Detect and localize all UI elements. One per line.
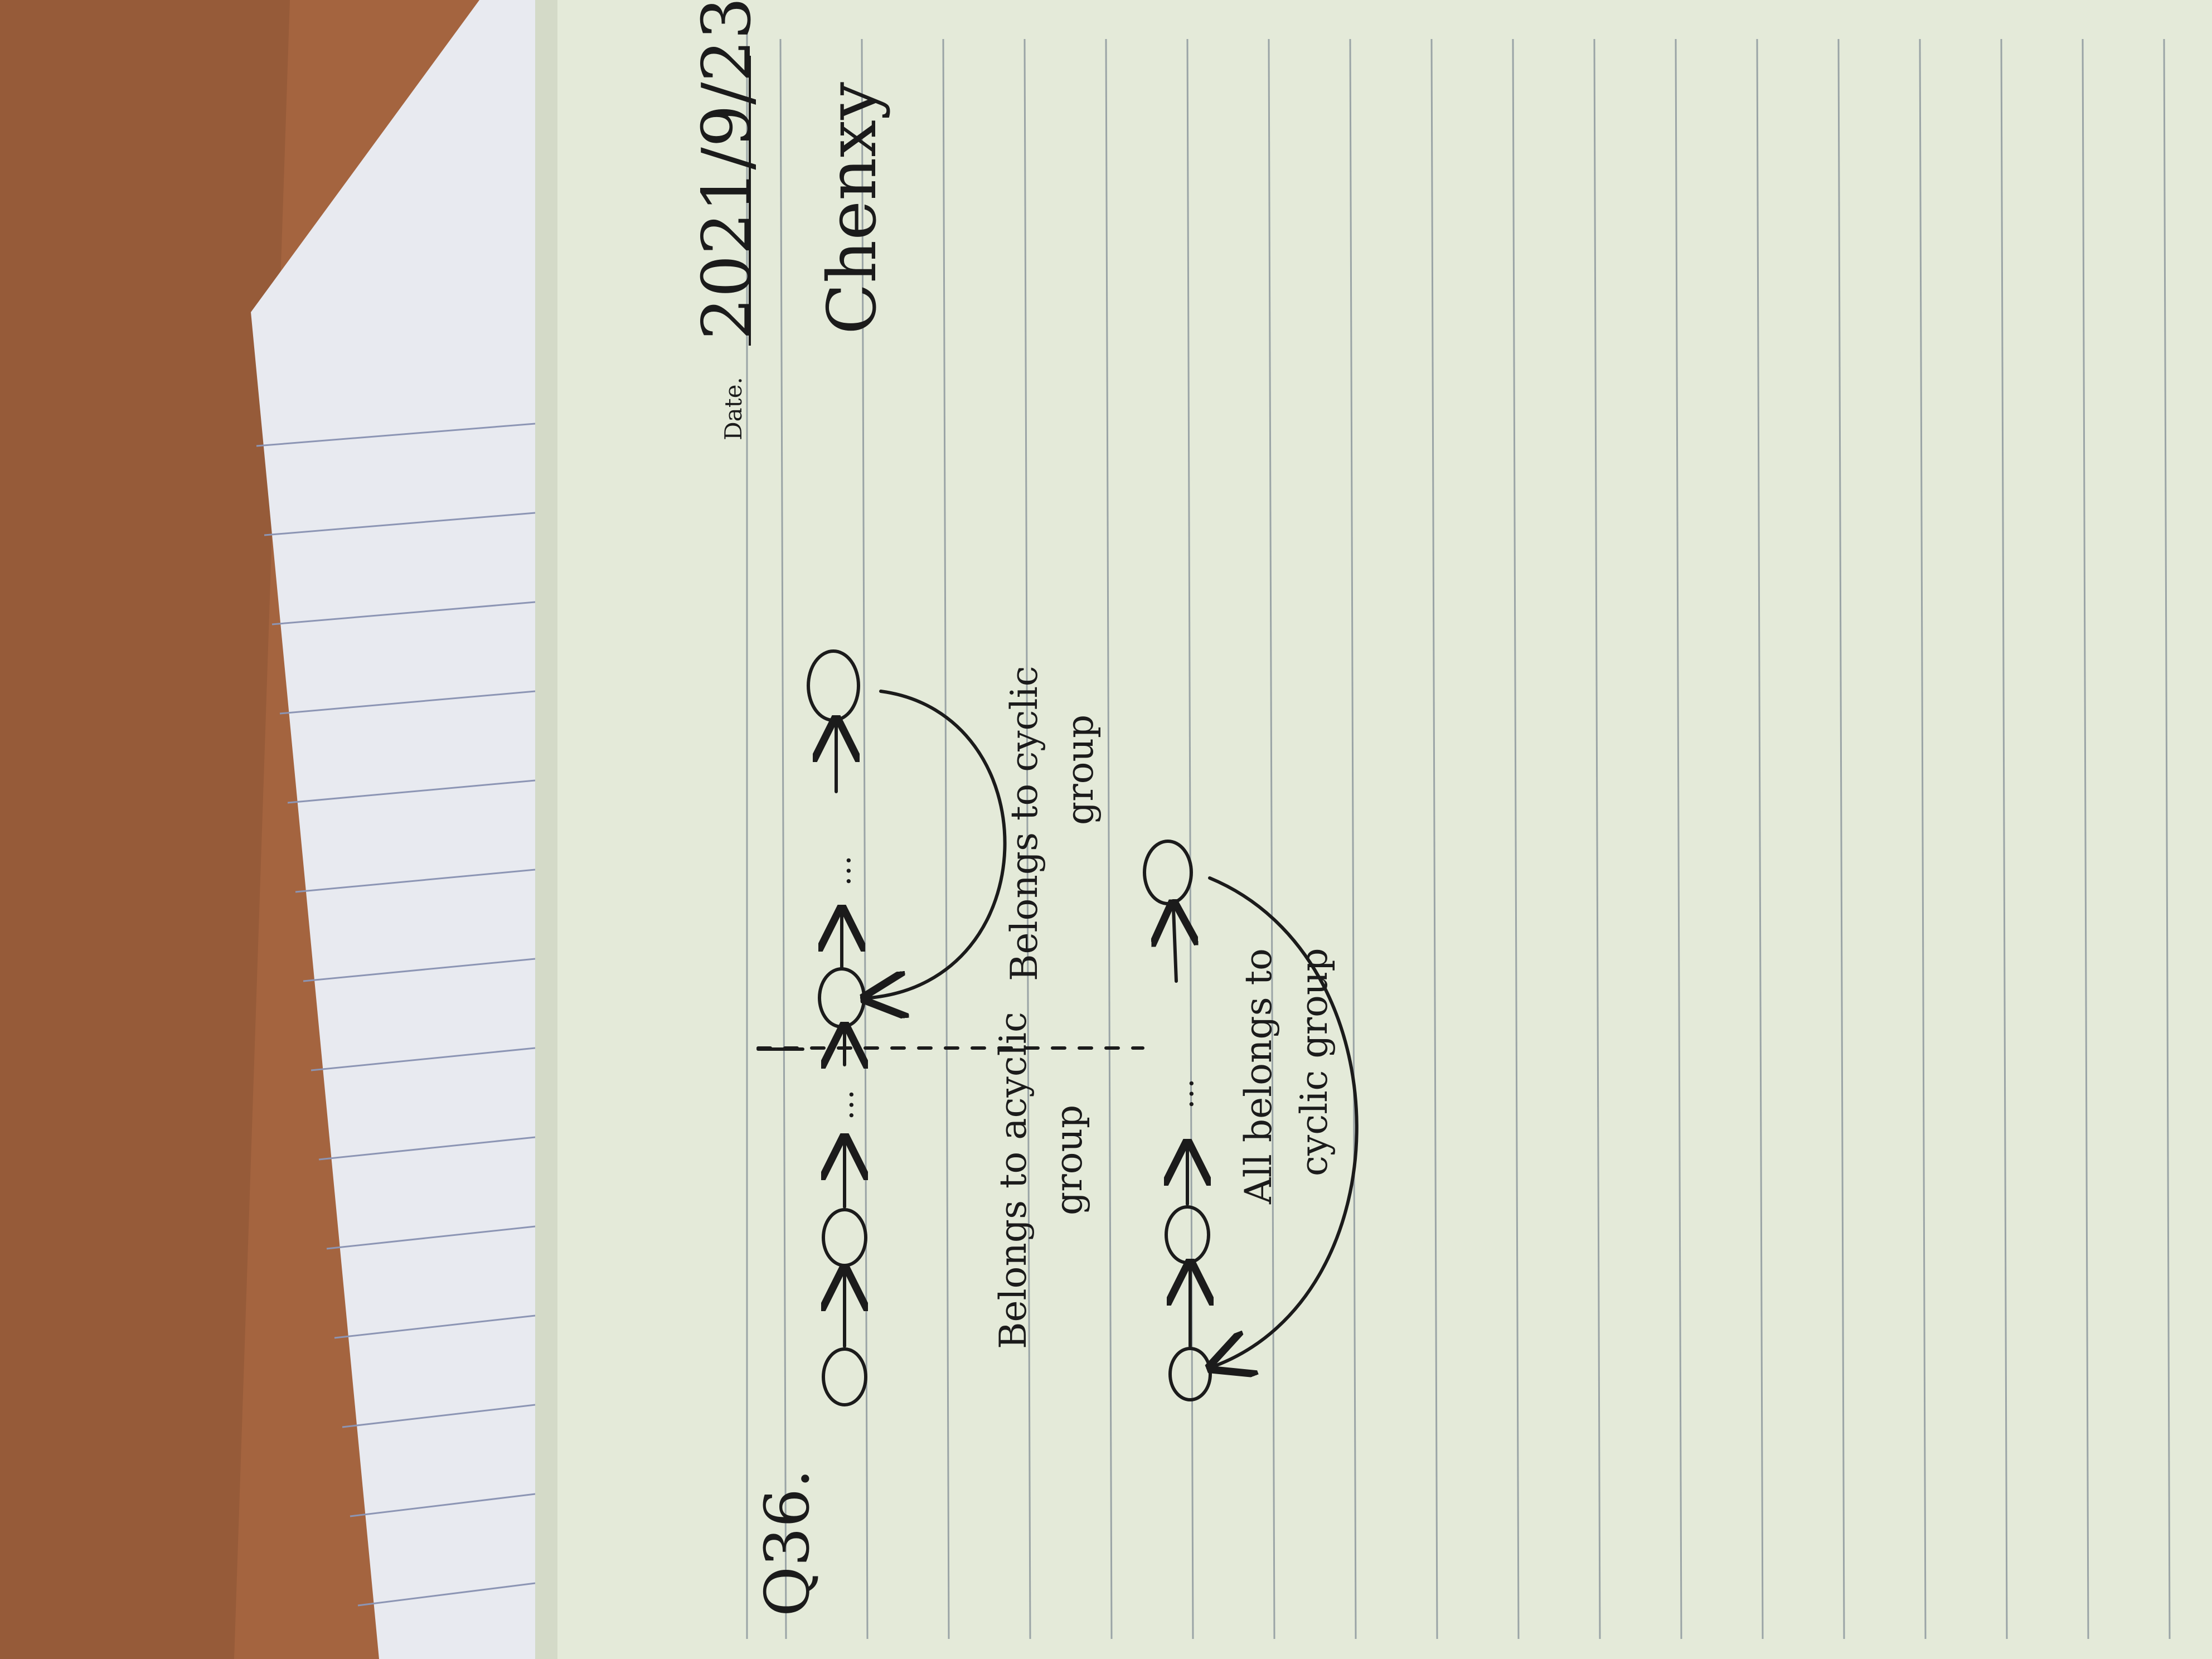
back-sheet-rules — [256, 423, 536, 1607]
back-sheet-rule — [334, 1314, 536, 1339]
back-sheet-rule — [271, 601, 536, 625]
ellipsis-2: … — [822, 855, 858, 886]
ruled-line — [779, 38, 787, 1639]
label-acyclic-line2: group — [1047, 1105, 1090, 1215]
back-sheet-rule — [311, 1047, 536, 1071]
ruled-line — [1430, 38, 1438, 1639]
back-sheet-rule — [318, 1136, 536, 1161]
back-sheet-rule — [326, 1225, 536, 1250]
label-all-line2: cyclic group — [1293, 948, 1336, 1176]
back-sheet-rule — [303, 958, 536, 982]
ruled-line — [2000, 38, 2008, 1639]
ruled-line — [1675, 38, 1682, 1639]
ellipsis-3: … — [1165, 1078, 1201, 1109]
diagram-cyclic: … — [1143, 840, 1359, 1401]
ruled-line — [1593, 38, 1601, 1639]
back-sheet-rule — [357, 1582, 536, 1607]
node-1 — [822, 1347, 867, 1406]
edge-to-b3 — [1173, 909, 1176, 983]
label-acyclic-line1: Belongs to acyclic — [992, 1012, 1035, 1349]
cycle-back-arc-2 — [1210, 876, 1359, 1366]
date-label: Date. — [720, 377, 747, 440]
ruled-line — [1512, 38, 1520, 1639]
back-sheet-rule — [287, 779, 536, 804]
ruled-line — [942, 38, 950, 1639]
ruled-line — [1023, 38, 1031, 1639]
ruled-line — [1919, 38, 1927, 1639]
date-value: 2021/9/23 — [688, 0, 766, 340]
back-sheet-rule — [350, 1493, 536, 1517]
back-sheet-rule — [342, 1404, 536, 1428]
page-edge-shadow — [535, 0, 557, 1659]
notebook-page — [535, 0, 2212, 1659]
back-sheet-rule — [256, 423, 536, 447]
desk-shade — [0, 0, 290, 1659]
author-name: Chenxy — [814, 82, 891, 334]
ellipsis-1: … — [824, 1089, 861, 1120]
label-cyclic-line2: group — [1059, 715, 1102, 825]
ruled-line — [1105, 38, 1113, 1639]
ruled-line — [1837, 38, 1845, 1639]
label-cyclic-line1: Belongs to cyclic — [1003, 666, 1046, 981]
back-sheet-rule — [295, 869, 536, 893]
ruled-line — [2163, 38, 2171, 1639]
ruled-line — [1349, 38, 1357, 1639]
cycle-back-arc — [870, 690, 1007, 998]
ruled-line — [2082, 38, 2089, 1639]
back-sheet — [251, 0, 563, 1659]
ruled-line — [1756, 38, 1764, 1639]
back-sheet-rule — [279, 690, 536, 715]
back-sheet-rule — [264, 512, 536, 536]
question-number: Q36. — [751, 1469, 823, 1617]
ruled-line — [1268, 38, 1275, 1639]
ruled-line — [1186, 38, 1194, 1639]
label-all-line1: All belongs to — [1237, 948, 1280, 1205]
diagram-acyclic: … … — [756, 649, 1144, 1406]
